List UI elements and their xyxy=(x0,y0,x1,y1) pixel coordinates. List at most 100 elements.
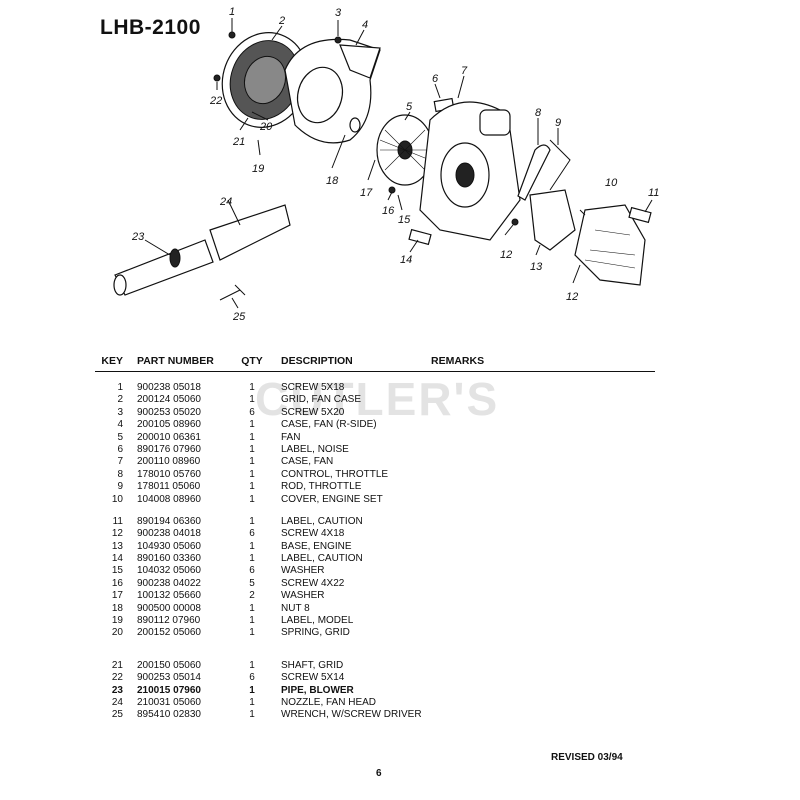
description-cell: NUT 8 xyxy=(281,602,310,614)
description-cell: ROD, THROTTLE xyxy=(281,481,362,493)
part-number-cell: 200105 08960 xyxy=(137,419,201,431)
qty-cell: 1 xyxy=(249,515,255,527)
caution-label-14 xyxy=(408,228,432,246)
group-spacer xyxy=(95,640,655,650)
fan-grid xyxy=(221,32,309,128)
description-cell: SHAFT, GRID xyxy=(281,659,344,671)
callout-numbers: 1 2 3 4 5 6 7 8 9 10 11 12 12 13 14 15 1… xyxy=(131,6,659,323)
callout-17: 17 xyxy=(360,187,373,199)
part-number-cell: 200152 05060 xyxy=(137,627,201,639)
description-cell: SCREW 4X18 xyxy=(281,528,345,540)
part-number-cell: 900253 05014 xyxy=(137,672,201,684)
qty-cell: 1 xyxy=(249,627,255,639)
key-cell: 9 xyxy=(117,481,123,493)
throttle-control xyxy=(517,144,551,201)
callout-24: 24 xyxy=(219,196,232,208)
callout-7: 7 xyxy=(461,65,468,77)
description-cell: PIPE, BLOWER xyxy=(281,684,354,696)
description-cell: LABEL, CAUTION xyxy=(281,515,363,527)
callout-12a: 12 xyxy=(500,249,512,261)
callout-23: 23 xyxy=(131,231,145,243)
blower-pipe xyxy=(113,239,214,296)
wrench xyxy=(219,284,246,301)
description-cell: FAN xyxy=(281,431,301,443)
key-cell: 12 xyxy=(111,528,123,540)
group-spacer xyxy=(95,650,655,660)
header-description: DESCRIPTION xyxy=(281,355,353,367)
fan-case-r-side xyxy=(284,38,381,144)
group-spacer xyxy=(95,372,655,382)
part-number-cell: 890194 06360 xyxy=(137,515,201,527)
qty-cell: 1 xyxy=(249,431,255,443)
qty-cell: 1 xyxy=(249,481,255,493)
callout-5: 5 xyxy=(406,101,413,113)
qty-cell: 1 xyxy=(249,684,255,696)
description-cell: SCREW 4X22 xyxy=(281,577,345,589)
qty-cell: 1 xyxy=(249,443,255,455)
key-cell: 23 xyxy=(111,684,123,696)
exploded-parts-diagram: 1 2 3 4 5 6 7 8 9 10 11 12 12 13 14 15 1… xyxy=(113,6,659,323)
qty-cell: 1 xyxy=(249,615,255,627)
qty-cell: 1 xyxy=(249,540,255,552)
qty-cell: 2 xyxy=(249,590,255,602)
qty-cell: 1 xyxy=(249,394,255,406)
part-number-cell: 200110 08960 xyxy=(137,456,201,468)
callout-1: 1 xyxy=(229,6,235,18)
part-number-cell: 210015 07960 xyxy=(137,684,201,696)
watermark: CUTLER'S xyxy=(255,373,500,425)
part-number-cell: 104930 05060 xyxy=(137,540,201,552)
description-cell: LABEL, NOISE xyxy=(281,443,349,455)
callout-10: 10 xyxy=(605,177,618,189)
key-cell: 25 xyxy=(111,709,123,721)
qty-cell: 1 xyxy=(249,602,255,614)
key-cell: 8 xyxy=(117,468,123,480)
callout-2: 2 xyxy=(278,15,285,27)
part-number-cell: 104032 05060 xyxy=(137,565,201,577)
page-number: 6 xyxy=(376,768,382,779)
qty-cell: 6 xyxy=(249,672,255,684)
fan-case xyxy=(419,101,521,241)
key-cell: 6 xyxy=(117,443,123,455)
fan-wheel xyxy=(376,114,434,186)
key-cell: 16 xyxy=(111,577,123,589)
description-cell: CONTROL, THROTTLE xyxy=(281,468,389,480)
qty-cell: 1 xyxy=(249,456,255,468)
key-cell: 2 xyxy=(117,394,123,406)
key-cell: 7 xyxy=(117,456,123,468)
callout-13: 13 xyxy=(530,261,543,273)
part-number-cell: 900253 05020 xyxy=(137,406,201,418)
table-row: 6 890176 07960 1 LABEL, NOISE xyxy=(95,444,655,456)
qty-cell: 1 xyxy=(249,696,255,708)
description-cell: COVER, ENGINE SET xyxy=(281,493,383,505)
part-number-cell: 200124 05060 xyxy=(137,394,201,406)
callout-12b: 12 xyxy=(566,291,578,303)
throttle-rod xyxy=(549,139,571,191)
key-cell: 15 xyxy=(111,565,123,577)
header-remarks: REMARKS xyxy=(431,355,485,367)
description-cell: BASE, ENGINE xyxy=(281,540,352,552)
part-number-cell: 100132 05660 xyxy=(137,590,201,602)
description-cell: GRID, FAN CASE xyxy=(281,394,362,406)
qty-cell: 1 xyxy=(249,553,255,565)
description-cell: LABEL, CAUTION xyxy=(281,553,363,565)
part-number-cell: 890176 07960 xyxy=(137,443,201,455)
part-number-cell: 900238 05018 xyxy=(137,382,201,393)
callout-20: 20 xyxy=(259,121,273,133)
description-cell: WASHER xyxy=(281,590,325,602)
group-spacer xyxy=(95,506,655,516)
qty-cell: 1 xyxy=(249,419,255,431)
part-number-cell: 900500 00008 xyxy=(137,602,201,614)
callout-9: 9 xyxy=(555,117,561,129)
part-number-cell: 200150 05060 xyxy=(137,659,201,671)
part-number-cell: 890160 03360 xyxy=(137,553,201,565)
